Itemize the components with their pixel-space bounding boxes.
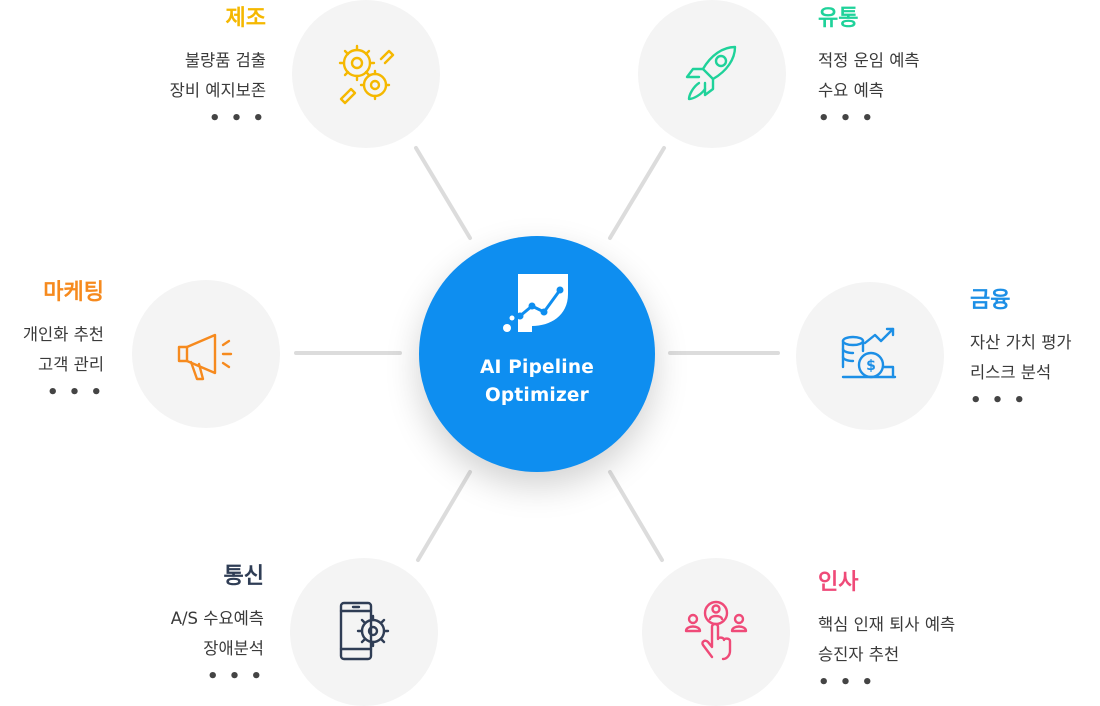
connector-telecom: [416, 470, 472, 562]
more-logistics: • • •: [818, 108, 876, 129]
more-manufacturing: • • •: [208, 108, 266, 129]
more-finance: • • •: [970, 390, 1028, 411]
title-hr: 인사: [818, 570, 859, 595]
node-hr: [642, 558, 790, 706]
more-telecom: • • •: [206, 666, 264, 687]
node-logistics: [638, 0, 786, 148]
item-hr-1: 핵심 인재 퇴사 예측: [818, 615, 956, 634]
megaphone-icon: [177, 333, 233, 381]
node-finance: $: [796, 282, 944, 430]
item-finance-2: 리스크 분석: [970, 363, 1052, 382]
connector-logistics: [608, 146, 666, 240]
coins-growth-icon: $: [841, 327, 897, 379]
item-telecom-1: A/S 수요예측: [170, 609, 264, 628]
title-manufacturing: 제조: [225, 6, 266, 31]
item-marketing-2: 고객 관리: [38, 355, 104, 374]
leaf-chart-logo-icon: [503, 274, 568, 332]
more-hr: • • •: [818, 672, 876, 693]
item-manufacturing-2: 장비 예지보존: [169, 81, 266, 100]
node-marketing: [132, 280, 280, 428]
item-marketing-1: 개인화 추천: [22, 325, 104, 344]
node-telecom: [290, 558, 438, 706]
rocket-icon: [685, 45, 737, 101]
item-logistics-2: 수요 예측: [818, 81, 884, 100]
item-finance-1: 자산 가치 평가: [970, 333, 1072, 352]
title-logistics: 유통: [818, 6, 859, 31]
item-hr-2: 승진자 추천: [818, 645, 900, 664]
title-marketing: 마케팅: [43, 280, 104, 305]
svg-text:$: $: [866, 358, 876, 374]
center-title-line2: Optimizer: [484, 385, 589, 406]
gear-wrench-icon: [338, 44, 395, 105]
label-hr: 인사 핵심 인재 퇴사 예측 승진자 추천 • • •: [818, 568, 1058, 696]
connector-hr: [608, 470, 664, 562]
item-manufacturing-1: 불량품 검출: [184, 51, 266, 70]
label-finance: 금융 자산 가치 평가 리스크 분석 • • •: [970, 286, 1100, 414]
phone-gear-icon: [339, 601, 390, 661]
people-pointer-icon: [684, 600, 748, 661]
title-finance: 금융: [970, 288, 1011, 313]
center-title-line1: AI Pipeline: [480, 357, 594, 378]
more-marketing: • • •: [46, 382, 104, 403]
item-logistics-1: 적정 운임 예측: [818, 51, 920, 70]
label-logistics: 유통 적정 운임 예측 수요 예측 • • •: [818, 4, 1058, 132]
title-telecom: 통신: [223, 564, 264, 589]
item-telecom-2: 장애분석: [203, 639, 264, 658]
connector-manufacturing: [414, 146, 472, 240]
center-hub: AI Pipeline Optimizer: [419, 236, 655, 472]
label-marketing: 마케팅 개인화 추천 고객 관리 • • •: [0, 278, 104, 406]
label-manufacturing: 제조 불량품 검출 장비 예지보존 • • •: [26, 4, 266, 132]
node-manufacturing: [292, 0, 440, 148]
label-telecom: 통신 A/S 수요예측 장애분석 • • •: [24, 562, 264, 690]
